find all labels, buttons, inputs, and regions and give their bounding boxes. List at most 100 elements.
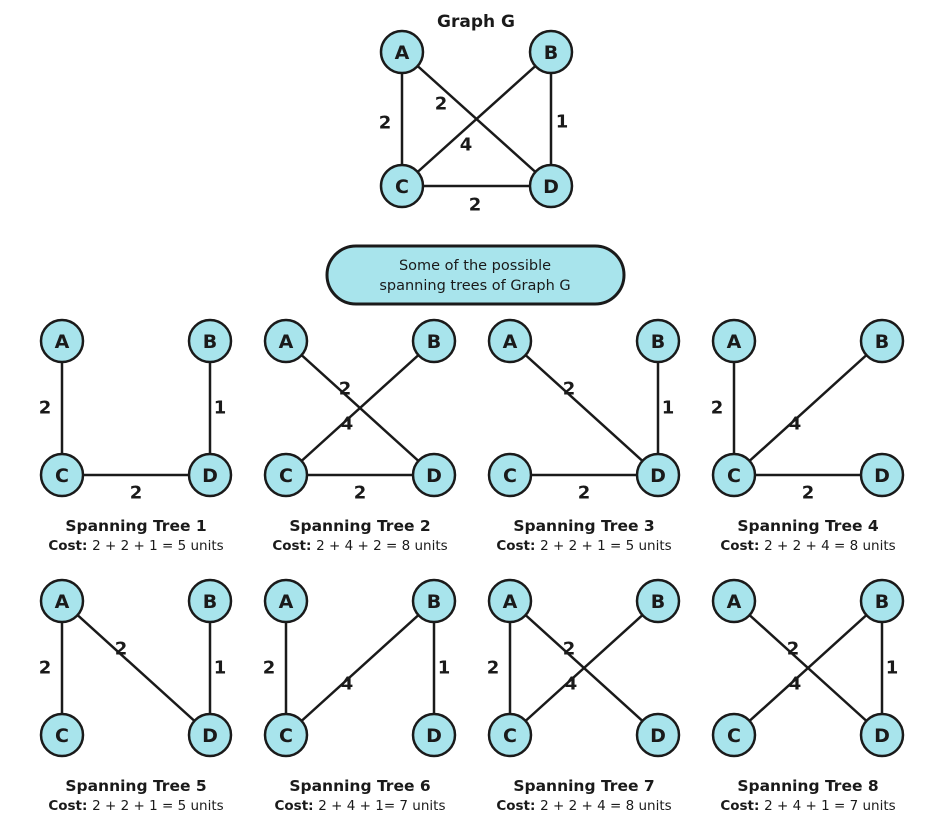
node-circle-a — [487, 318, 533, 364]
edge-weight-cd: 2 — [802, 483, 815, 504]
tree-2-edges: 2 4 2 — [285, 340, 435, 504]
edge-cd: 2 — [286, 473, 434, 504]
edge-line-bc — [733, 600, 883, 736]
tree-cost: Cost: 2 + 2 + 4 = 8 units — [496, 798, 671, 814]
edge-weight-bd: 1 — [886, 658, 899, 679]
cost-label: Cost: — [48, 538, 92, 554]
edge-ac: 2 — [39, 601, 64, 735]
node-circle-b — [635, 318, 681, 364]
node-a: A — [263, 578, 309, 624]
edge-weight-ac: 2 — [263, 658, 276, 679]
cost-value: 2 + 2 + 1 = 5 units — [540, 538, 672, 554]
banner: Some of the possible spanning trees of G… — [325, 244, 626, 306]
node-label-d: D — [426, 725, 442, 747]
node-label-a: A — [55, 331, 70, 353]
node-b: B — [528, 29, 574, 75]
node-circle-a — [39, 318, 85, 364]
cost-label: Cost: — [496, 798, 540, 814]
tree-title: Spanning Tree 2 — [289, 517, 430, 535]
node-c: C — [39, 452, 85, 498]
edge-weight-ac: 2 — [711, 398, 724, 419]
node-circle-a — [487, 578, 533, 624]
edge-weight-bc: 4 — [460, 135, 473, 156]
cost-label: Cost: — [272, 538, 316, 554]
node-a: A — [39, 318, 85, 364]
node-label-a: A — [727, 591, 742, 613]
tree-8-edges: 241 — [733, 600, 899, 736]
node-circle-a — [711, 318, 757, 364]
node-circle-c — [487, 712, 533, 758]
edge-weight-bc: 4 — [789, 414, 802, 435]
tree-3-edges: 212 — [509, 340, 675, 504]
cost-value: 2 + 2 + 4 = 8 units — [540, 798, 672, 814]
edge-line-bc — [509, 600, 659, 736]
edge-weight-bd: 1 — [556, 112, 569, 133]
node-circle-b — [411, 318, 457, 364]
node-label-c: C — [503, 465, 517, 487]
edge-weight-bd: 1 — [662, 398, 675, 419]
cost-value: 2 + 4 + 1= 7 units — [318, 798, 445, 814]
node-b: B — [187, 578, 233, 624]
cost-value: 2 + 4 + 1 = 7 units — [764, 798, 896, 814]
node-b: B — [859, 318, 905, 364]
edge-weight-bc: 4 — [341, 414, 354, 435]
edge-bc: 4 — [401, 51, 552, 187]
edge-weight-bd: 1 — [438, 658, 451, 679]
edge-bc: 4 — [285, 600, 435, 736]
node-circle-a — [263, 318, 309, 364]
edge-bd: 1 — [208, 601, 227, 735]
edge-weight-ac: 2 — [379, 113, 392, 134]
edge-ac: 2 — [711, 341, 736, 475]
cost-label: Cost: — [720, 798, 764, 814]
node-circle-a — [711, 578, 757, 624]
node-label-d: D — [543, 176, 559, 198]
node-circle-b — [859, 578, 905, 624]
edge-bc: 4 — [733, 600, 883, 736]
node-label-c: C — [55, 725, 69, 747]
edge-bc: 4 — [509, 600, 659, 736]
node-label-a: A — [503, 591, 518, 613]
node-c: C — [39, 712, 85, 758]
edge-weight-ad: 2 — [339, 379, 352, 400]
tree-cost: Cost: 2 + 4 + 1 = 7 units — [720, 798, 895, 814]
node-label-b: B — [875, 591, 889, 613]
node-c: C — [711, 712, 757, 758]
cost-label: Cost: — [496, 538, 540, 554]
edge-ad: 2 — [61, 600, 211, 736]
tree-4-edges: 2 4 2 — [711, 340, 883, 504]
edge-bd: 1 — [208, 341, 226, 475]
node-a: A — [487, 578, 533, 624]
banner-pill — [325, 244, 626, 306]
tree-cost: Cost: 2 + 4 + 2 = 8 units — [272, 538, 447, 554]
tree-8-nodes: A B C D — [711, 578, 905, 758]
tree-title: Spanning Tree 3 — [513, 517, 654, 535]
node-c: C — [263, 712, 309, 758]
node-d: D — [528, 163, 574, 209]
edge-weight-ad: 2 — [787, 639, 800, 660]
tree-cost: Cost: 2 + 2 + 1 = 5 units — [48, 798, 223, 814]
edge-weight-bd: 1 — [214, 658, 227, 679]
edge-weight-ac: 2 — [39, 658, 52, 679]
tree-title: Spanning Tree 5 — [65, 777, 206, 795]
tree-title: Spanning Tree 6 — [289, 777, 430, 795]
tree-cost: Cost: 2 + 2 + 4 = 8 units — [720, 538, 895, 554]
node-a: A — [711, 318, 757, 364]
cost-value: 2 + 2 + 1 = 5 units — [92, 538, 224, 554]
edge-bd: 1 — [880, 601, 899, 735]
node-label-a: A — [279, 331, 294, 353]
edge-weight-ac: 2 — [39, 398, 52, 419]
node-circle-b — [411, 578, 457, 624]
node-label-d: D — [874, 725, 890, 747]
tree-5-edges: 221 — [39, 600, 227, 736]
edge-ad: 2 — [509, 340, 659, 476]
tree-6-edges: 241 — [263, 600, 451, 736]
cost-value: 2 + 2 + 1 = 5 units — [92, 798, 224, 814]
edge-line-ad — [509, 340, 659, 476]
